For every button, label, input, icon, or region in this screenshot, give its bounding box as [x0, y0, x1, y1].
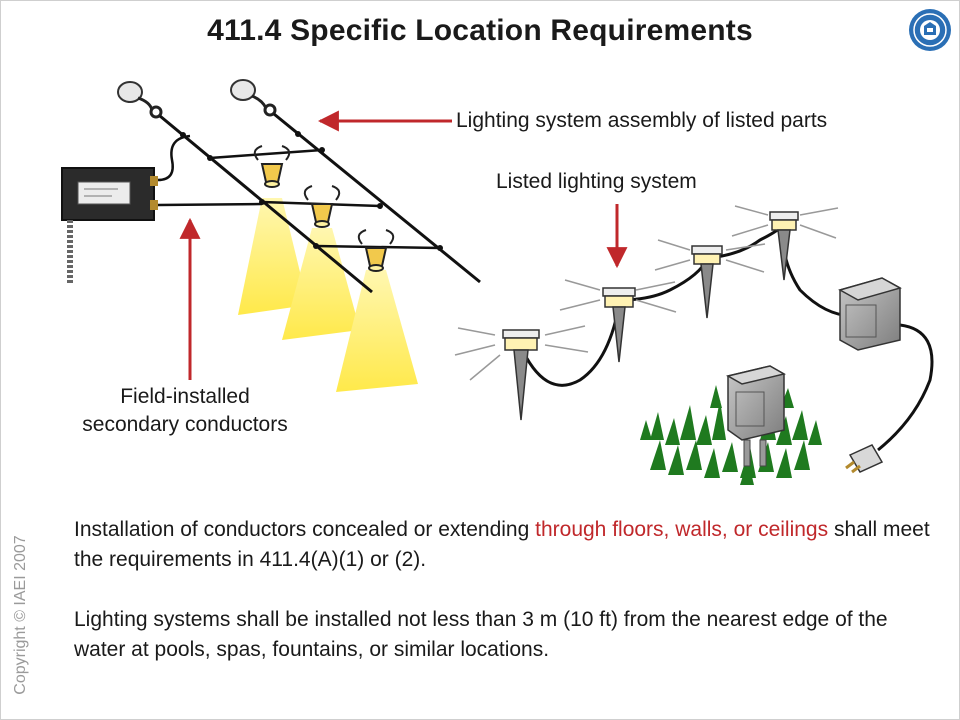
power-unit-box [838, 277, 902, 351]
suspension-cable [159, 112, 481, 294]
pendant-fixture [357, 229, 395, 272]
stake-light [602, 287, 636, 363]
outdoor-receptacle-box [725, 365, 787, 467]
light-beam [336, 270, 418, 392]
stake-light [691, 245, 723, 319]
iaei-seal-icon [909, 9, 951, 51]
cable-lighting-assembly [61, 79, 481, 392]
light-beam [282, 228, 360, 340]
copyright-notice: Copyright © IAEI 2007 [6, 520, 36, 710]
pendant-fixture [303, 185, 341, 228]
paragraph-conductors-start: Installation of conductors concealed or … [74, 518, 536, 541]
field-installed-label: Field-installed secondary conductors [60, 383, 310, 439]
copyright-text: Copyright © IAEI 2007 [12, 535, 29, 695]
field-installed-line-2: secondary conductors [82, 413, 288, 436]
light-beam [238, 198, 308, 315]
transformer-box [61, 167, 158, 221]
page-title: 411.4 Specific Location Requirements [207, 14, 753, 47]
stake-light [502, 329, 540, 421]
power-cord [877, 323, 934, 452]
grass-patch [640, 385, 822, 485]
light-rays [454, 205, 839, 381]
paragraph-conductors-highlight: through floors, walls, or ceilings [535, 518, 829, 541]
ceiling-insulator [117, 79, 256, 103]
paragraph-conductors: Installation of conductors concealed or … [74, 515, 934, 575]
paragraph-pool-distance: Lighting systems shall be installed not … [74, 608, 888, 661]
stake-light [769, 211, 799, 281]
plug-icon [845, 444, 884, 474]
pendant-fixture [253, 145, 291, 188]
low-voltage-cable [518, 217, 861, 387]
field-installed-line-1: Field-installed [120, 385, 250, 408]
listed-system-label: Listed lighting system [496, 170, 697, 193]
secondary-conductor [157, 134, 263, 207]
assembly-label: Lighting system assembly of listed parts [456, 109, 828, 132]
turnbuckle [137, 94, 277, 119]
paragraph-conductors-end: shall meet the requirements in 411.4(A)(… [74, 518, 930, 571]
listed-lighting-system [454, 204, 934, 485]
